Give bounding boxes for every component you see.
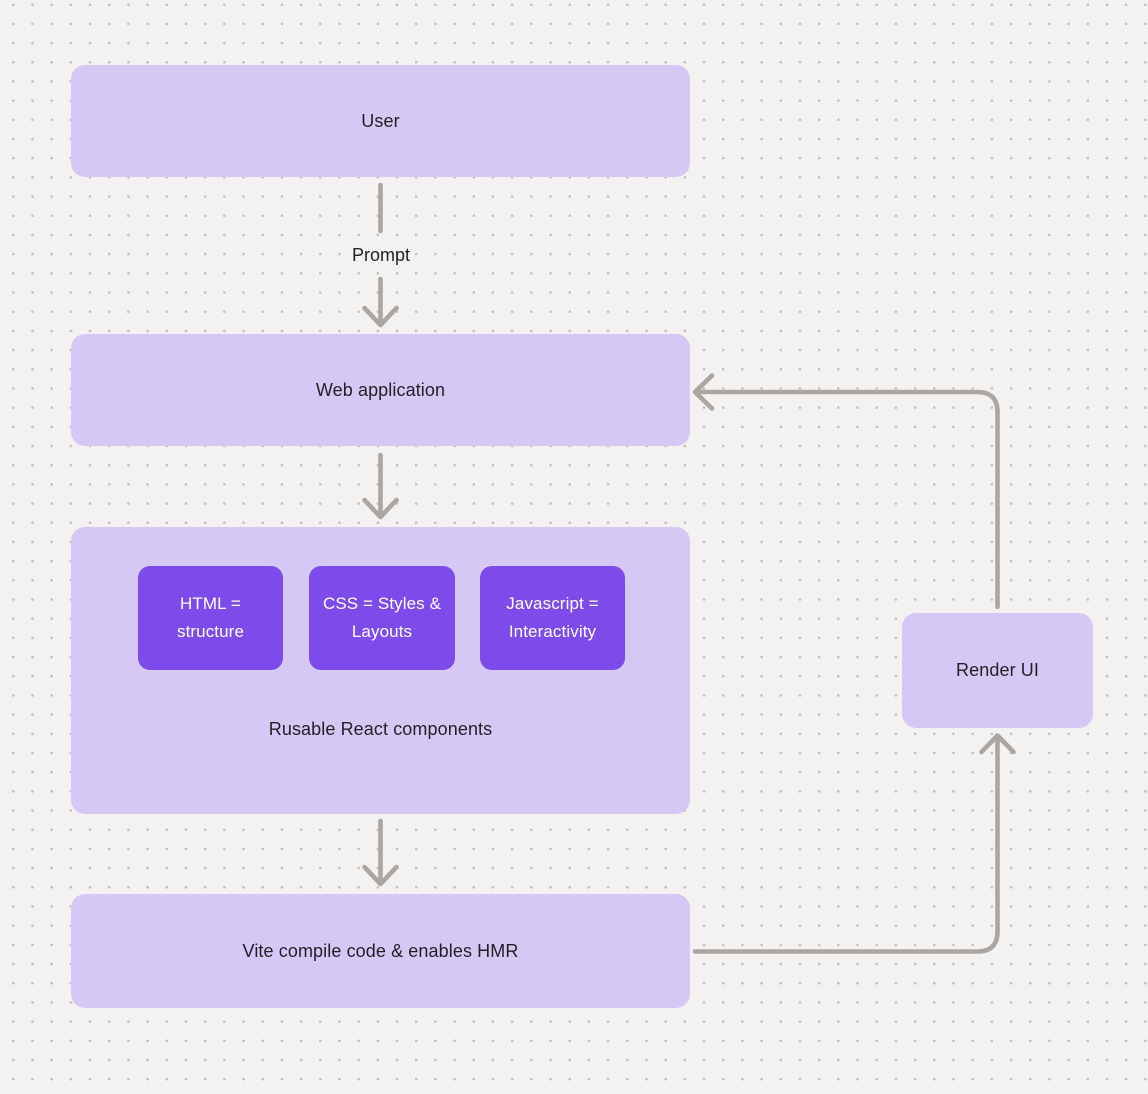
chip-js-label: Javascript = Interactivity [506,594,599,641]
edge-components-to-vite [362,818,399,887]
node-render-ui[interactable]: Render UI [902,613,1093,728]
edge-vite-to-renderui [692,733,1016,954]
node-web-application[interactable]: Web application [71,334,690,446]
edge-webapp-to-components [362,452,399,520]
edge-renderui-to-webapp [692,373,1000,610]
chip-html-structure[interactable]: HTML = structure [138,566,283,670]
arrowhead-up-icon [979,733,1016,755]
node-vite-compile[interactable]: Vite compile code & enables HMR [71,894,690,1008]
node-user-label: User [361,110,400,131]
node-react-components[interactable]: HTML = structure CSS = Styles & Layouts … [71,527,690,814]
chip-css-label: CSS = Styles & Layouts [322,594,442,641]
node-react-components-caption: Rusable React components [268,719,493,739]
arrowhead-down-icon [362,305,399,328]
edge-label-prompt: Prompt [351,245,411,265]
edge-user-to-webapp [362,182,399,328]
arrowhead-down-icon [362,497,399,520]
arrowhead-down-icon [362,864,399,887]
node-vite-compile-label: Vite compile code & enables HMR [242,940,519,961]
chip-css-styles[interactable]: CSS = Styles & Layouts [309,566,455,670]
node-web-application-label: Web application [315,379,446,400]
chip-html-label: HTML = structure [176,594,245,641]
chip-javascript-interactivity[interactable]: Javascript = Interactivity [480,566,625,670]
node-render-ui-label: Render UI [956,660,1039,680]
node-user[interactable]: User [71,65,690,177]
arrowhead-left-icon [692,373,715,411]
